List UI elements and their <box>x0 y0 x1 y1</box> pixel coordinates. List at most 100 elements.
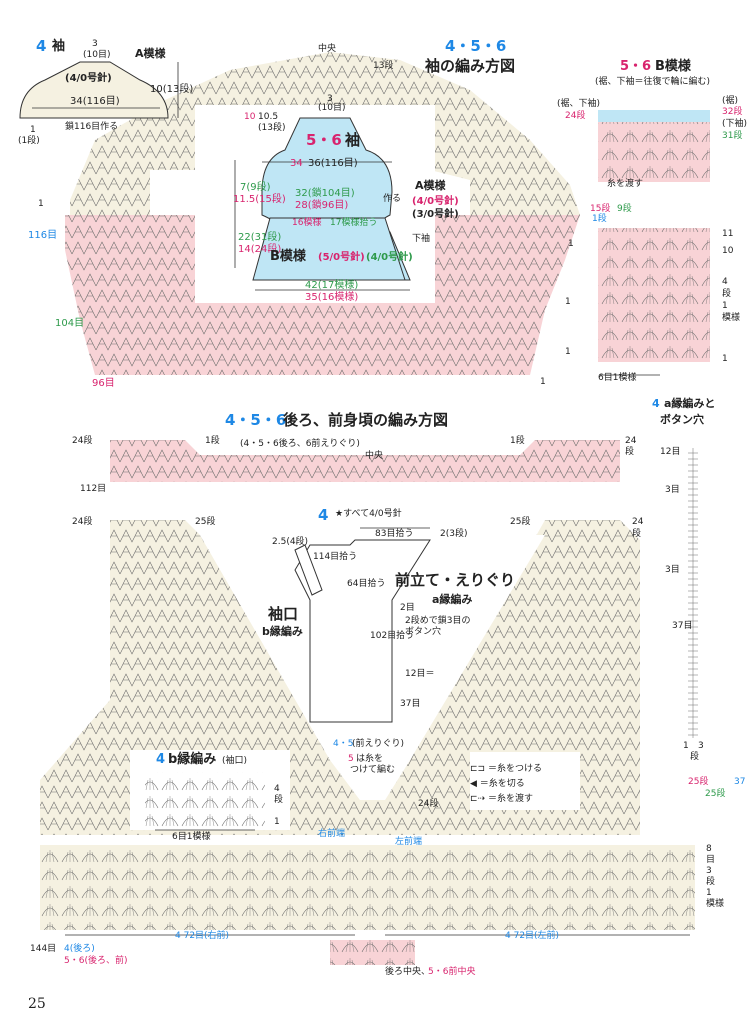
body-r24-right: 24 <box>625 436 637 446</box>
body-back-label: (4・5・6後ろ、6前えりぐり) <box>240 439 360 449</box>
body-back-center: 後ろ中央、 <box>385 967 431 977</box>
sleeve56-b-needle2: (4/0号針) <box>366 252 413 263</box>
b-border-unit: 6目1模様 <box>172 832 211 842</box>
sleeve56-a-needle: (4/0号針) <box>412 196 459 207</box>
inset4-note2: 2段めで鎖3目の <box>405 616 471 626</box>
a-border-r3a: 3目 <box>665 485 680 495</box>
body-row1-left: 1段 <box>205 436 220 446</box>
sleeve-row15: 15段 <box>590 204 611 214</box>
sleeve56-top-count2: (10目) <box>318 103 346 113</box>
sleeve4-top-count2: (10目) <box>83 50 111 60</box>
body-row24-left: 24段 <box>72 436 93 446</box>
sleeve4-number: 4 <box>36 37 47 55</box>
inset4-pick114: 114目拾う <box>313 552 358 562</box>
b-pattern-r4: 4 <box>722 277 728 287</box>
b-pattern-r24: 24段 <box>565 111 586 121</box>
sleeve4-schematic <box>19 61 169 119</box>
body-row144: 144目 <box>30 944 57 954</box>
neck-note-line1: 4・5 <box>333 739 354 749</box>
body-row112: 112目 <box>80 484 107 494</box>
attach-thread-icon: ⊏⊐ <box>470 764 486 774</box>
b-border-r1: 1 <box>274 817 280 827</box>
sleeve56-make: 作る <box>383 194 402 204</box>
inset4-cuff: 袖口 <box>268 605 299 623</box>
body-row25-right: 25段 <box>510 517 531 527</box>
inset4-front-title: 前立て・えりぐり <box>395 571 516 589</box>
sleeve4-top-count: 3 <box>92 39 98 49</box>
b-pattern-title: B模様 <box>655 59 691 74</box>
inset4-pick102: 102目拾う <box>370 631 415 641</box>
neck-note-line5: つけて編む <box>350 765 396 775</box>
sleeve-center-label: 中央 <box>318 44 337 54</box>
sleeve56-h5: 11.5(15段) <box>233 194 286 205</box>
inset4-a-border: a縁編み <box>432 593 473 606</box>
sleeve56-label: 袖 <box>345 131 361 149</box>
sleeve-row1-right3: 1 <box>568 239 574 249</box>
body-center: 中央 <box>365 451 384 461</box>
inset4-garment <box>294 539 431 723</box>
sleeve56-lower-sleeve: 下袖 <box>412 234 431 244</box>
inset4-number: 4 <box>318 506 329 524</box>
inset4-r25: 2.5(4段) <box>272 537 309 547</box>
b-pattern-r31: 31段 <box>722 131 743 141</box>
sleeve4-height: 10(13段) <box>150 84 194 95</box>
sleeve4-width: 34(116目) <box>70 96 120 107</box>
legend-pass: ＝糸を渡す <box>487 794 533 804</box>
legend: ⊏⊐ ＝糸をつける ◀ ＝糸を切る ⊏⇢ ＝糸を渡す <box>470 765 542 804</box>
b-pattern-r-moyou: 模様 <box>722 313 741 323</box>
a-border-title: a縁編みと <box>664 397 716 410</box>
body-r1b: 1 <box>706 888 712 898</box>
inset4-note: ★すべて4/0号針 <box>335 509 402 519</box>
sleeve56-w-top-mag: 34 <box>290 158 303 169</box>
sleeve4-chain: 鎖116目作る <box>65 122 119 132</box>
sleeve-row104: 104目 <box>55 318 85 329</box>
body-title: 後ろ、前身頃の編み方図 <box>283 411 449 429</box>
cut-thread-icon: ◀ <box>470 779 477 789</box>
a-border-r3b: 3目 <box>665 565 680 575</box>
a-border-title2: ボタン穴 <box>660 413 704 426</box>
sleeve56-chain2: 28(鎖96目) <box>295 200 349 211</box>
inset4-pick83: 83目拾う <box>375 529 414 539</box>
inset4-r37: 37目 <box>400 699 421 709</box>
body-back4: 4(後ろ) <box>64 944 95 954</box>
neck-note-line3: 5 <box>348 754 354 764</box>
a-border-number: 4 <box>652 397 660 410</box>
body-r24b-right: 24 <box>632 517 644 527</box>
a-border-r37: 37目 <box>672 621 693 631</box>
body-row24b-left: 24段 <box>72 517 93 527</box>
sleeve-row1-left: 1 <box>38 199 44 209</box>
inset4-note3: ボタン穴 <box>405 627 442 637</box>
body-r-me: 目 <box>706 855 716 865</box>
inset4-r12: 12目＝ <box>405 669 435 679</box>
a-border-r3c: 3 <box>698 741 704 751</box>
sleeve4-label: 袖 <box>52 39 66 54</box>
sleeve56-h2: 10.5 <box>258 112 279 122</box>
b-border-r-dan: 段 <box>274 795 284 805</box>
neck-note-line4: は糸を <box>356 754 384 764</box>
inset4-r2b: 2目 <box>400 603 415 613</box>
b-pattern-r10: 10 <box>722 246 734 256</box>
sleeve-row1-bottom: 1 <box>540 377 546 387</box>
sleeve4-needle: (4/0号針) <box>65 73 112 84</box>
a-border-strip <box>688 448 698 738</box>
b-pattern-r1: 1 <box>722 301 728 311</box>
sleeve-chart-title-number: 4・5・6 <box>445 37 507 55</box>
sleeve-chart-title: 袖の編み方図 <box>425 57 516 75</box>
body-r-moyou: 模様 <box>706 899 725 909</box>
sleeve-row1b: 1段 <box>592 214 607 224</box>
sleeve56-pick1: 16模様 <box>292 218 322 228</box>
body-r-dan-right: 段 <box>625 447 635 457</box>
b-border-r4: 4 <box>274 784 280 794</box>
body-r3: 3 <box>706 866 712 876</box>
a-border-r-dan: 段 <box>690 752 700 762</box>
sleeve-row116: 116目 <box>28 230 58 241</box>
sleeve-row1-right2: 1 <box>565 347 571 357</box>
sleeve56-w-bot1: 42(17模様) <box>305 280 359 291</box>
sleeve-row1-right: 1 <box>565 297 571 307</box>
sleeve56-h6: 22(31段) <box>238 232 282 243</box>
body-back56: 5・6(後ろ、前) <box>64 956 128 966</box>
body-row25-left: 25段 <box>195 517 216 527</box>
body-left72: 4 72目(左前) <box>505 931 560 941</box>
a-border-r1: 1 <box>683 741 689 751</box>
